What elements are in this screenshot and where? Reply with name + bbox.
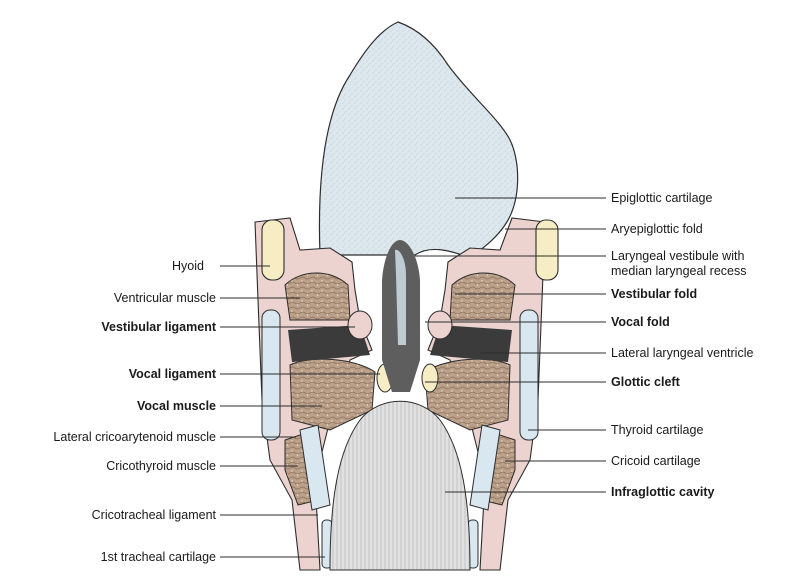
label-cricotracheal-ligament: Cricotracheal ligament	[91, 508, 216, 522]
leader-lines-left	[220, 265, 380, 558]
label-vestibular-ligament: Vestibular ligament	[101, 320, 216, 334]
label-aryepiglottic-fold: Aryepiglottic fold	[611, 222, 703, 236]
ventricular-muscle-left	[284, 272, 351, 321]
vestibular-fold-left	[347, 310, 373, 340]
label-vestibular-fold: Vestibular fold	[611, 287, 698, 301]
thyroid-cartilage-right	[519, 309, 539, 441]
label-cricothyroid-muscle: Cricothyroid muscle	[106, 459, 216, 473]
lateral-ventricle-left	[288, 325, 370, 362]
infraglottic-cavity	[329, 400, 471, 571]
label-lateral-cricoarytenoid-muscle: Lateral cricoarytenoid muscle	[53, 430, 216, 444]
label-vocal-muscle: Vocal muscle	[137, 399, 216, 413]
cricoid-cartilage-left	[299, 424, 331, 511]
label-epiglottic-cartilage: Epiglottic cartilage	[611, 191, 713, 205]
label-first-tracheal-cartilage: 1st tracheal cartilage	[100, 550, 216, 564]
label-lateral-laryngeal-ventricle: Lateral laryngeal ventricle	[611, 346, 754, 360]
label-ventricular-muscle: Ventricular muscle	[113, 291, 216, 305]
leader-lines-right	[415, 197, 606, 493]
label-thyroid-cartilage: Thyroid cartilage	[611, 423, 704, 437]
vocal-fold-right	[421, 363, 439, 393]
cricoid-cartilage-right	[469, 424, 501, 511]
ventricular-muscle-right	[449, 272, 516, 321]
label-vocal-fold: Vocal fold	[611, 315, 670, 329]
label-infraglottic-cavity: Infraglottic cavity	[611, 485, 715, 499]
label-vocal-ligament: Vocal ligament	[128, 367, 216, 381]
vestibular-fold-right	[427, 310, 453, 340]
label-hyoid: Hyoid	[172, 259, 204, 273]
label-glottic-cleft: Glottic cleft	[611, 375, 680, 389]
vocal-muscle-right	[424, 358, 511, 431]
label-cricoid-cartilage: Cricoid cartilage	[611, 454, 701, 468]
thyroid-cartilage-left	[261, 309, 281, 441]
label-laryngeal-vestibule-line2: median laryngeal recess	[611, 264, 747, 278]
hyoid-right	[535, 219, 559, 281]
label-laryngeal-vestibule-line1: Laryngeal vestibule with	[611, 249, 745, 263]
hyoid-left	[261, 219, 285, 281]
vocal-muscle-left	[289, 358, 376, 431]
